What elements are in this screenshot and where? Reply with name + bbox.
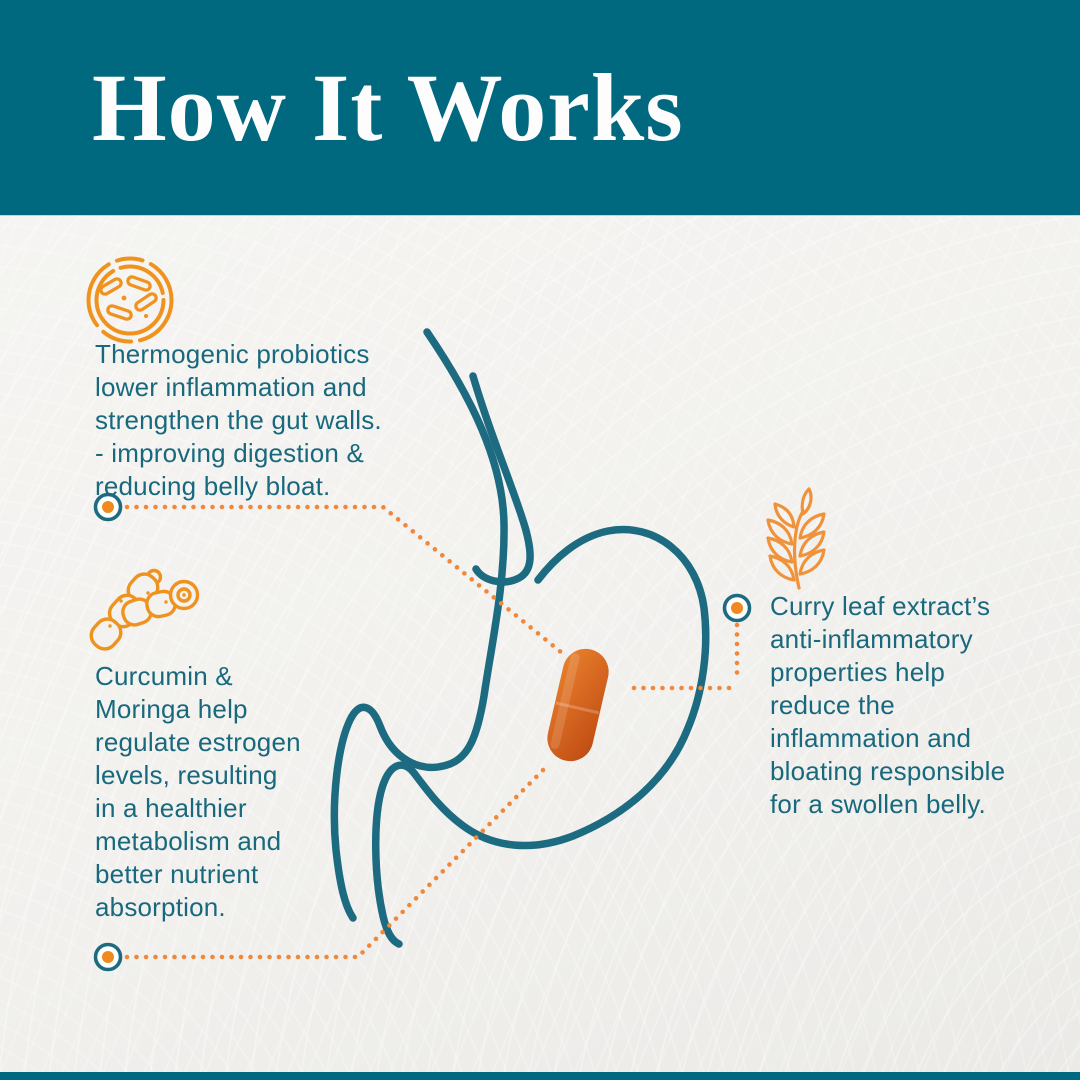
header-band: How It Works: [0, 0, 1080, 215]
page-title: How It Works: [92, 54, 684, 161]
connector-curcumin: [124, 761, 552, 960]
connector-curry-leaf: [627, 622, 740, 691]
curry-leaf-icon: [766, 487, 826, 590]
text-line: reducing belly bloat.: [95, 471, 331, 501]
bullet-curcumin: [93, 942, 123, 972]
probiotic-dot: [121, 295, 127, 301]
footer-band: [0, 1072, 1080, 1080]
capsule-highlight: [550, 653, 580, 749]
text-line: Curcumin &: [95, 661, 233, 691]
text-line: in a healthier: [95, 793, 247, 823]
stomach-esophagus-outer-line: [330, 328, 508, 922]
bullet-dot: [102, 501, 114, 513]
text-line: inflammation and: [770, 723, 972, 753]
text-line: regulate estrogen: [95, 727, 301, 757]
text-line: - improving digestion &: [95, 438, 365, 468]
probiotic-icon: [86, 256, 174, 344]
turmeric-speckles: [108, 591, 186, 628]
text-line: metabolism and: [95, 826, 282, 856]
bullet-dot: [102, 951, 114, 963]
connector-lines: [124, 504, 740, 960]
curry-leaf-stem: [792, 509, 805, 590]
capsule-seam: [555, 701, 600, 715]
text-line: strengthen the gut walls.: [95, 405, 382, 435]
bullet-dot: [731, 602, 743, 614]
text-line: absorption.: [95, 892, 226, 922]
text-line: Thermogenic probiotics: [95, 339, 370, 369]
text-line: lower inflammation and: [95, 372, 367, 402]
text-line: Moringa help: [95, 694, 248, 724]
text-line: for a swollen belly.: [770, 789, 986, 819]
capsule-body: [547, 648, 609, 762]
stomach-esophagus-inner-line: [469, 372, 534, 586]
bullet-curry-leaf: [722, 593, 752, 623]
text-line: bloating responsible: [770, 756, 1006, 786]
probiotic-outer-ring: [86, 256, 174, 344]
text-line: anti-inflammatory: [770, 624, 973, 654]
text-line: levels, resulting: [95, 760, 278, 790]
connector-probiotics: [124, 504, 565, 656]
curry-leaf-text-block: Curry leaf extract’s anti-inflammatory p…: [770, 590, 1005, 821]
turmeric-icon: [89, 568, 200, 651]
probiotic-rods: [99, 275, 158, 321]
curcumin-text-block: Curcumin & Moringa help regulate estroge…: [95, 660, 301, 924]
text-line: properties help: [770, 657, 945, 687]
probiotics-text-block: Thermogenic probiotics lower inflammatio…: [95, 338, 382, 503]
probiotic-dot: [144, 314, 148, 318]
stomach-outline-drawing: [330, 328, 710, 948]
probiotic-inner-ring: [94, 264, 166, 336]
text-line: reduce the: [770, 690, 895, 720]
text-line: better nutrient: [95, 859, 259, 889]
stomach-greater-curvature-line: [372, 525, 710, 948]
capsule: [547, 648, 609, 762]
text-line: Curry leaf extract’s: [770, 591, 991, 621]
bullet-probiotics: [93, 492, 123, 522]
